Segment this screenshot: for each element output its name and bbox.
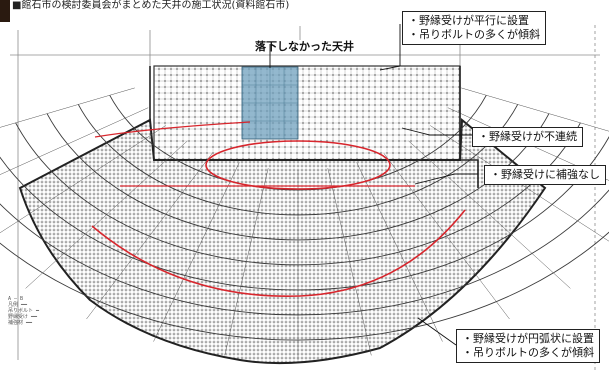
note-top-line-1: ・野縁受けが平行に設置 [408, 14, 529, 27]
arc-ceiling-zone [18, 117, 547, 365]
rectangular-ceiling-zone [153, 65, 461, 165]
legend-line-4: 野縁受け ━━ [8, 314, 38, 320]
diagram-caption: ■館石市の検討委員会がまとめた天井の施工状況(資料館石市) [12, 0, 290, 11]
radial-line [0, 125, 166, 234]
radial-line [327, 168, 372, 356]
radial-line [224, 168, 269, 356]
radial-line [447, 107, 609, 181]
red-inner-arc [94, 121, 251, 138]
red-ellipse-highlight [205, 140, 391, 190]
red-outer-arc [91, 209, 466, 297]
legend-line-2: 凡例 ━━ [8, 302, 28, 308]
note-box-top: ・野縁受けが平行に設置 ・吊りボルトの多くが傾斜 [402, 11, 546, 45]
note-box-no-reinforcement: ・野縁受けに補強なし [484, 165, 606, 185]
drawing-legend: A — B 凡例 ━━ 吊りボルト ━ 野縁受け ━━ 補強材 ━━ [8, 296, 39, 326]
legend-line-3: 吊りボルト ━ [8, 308, 40, 314]
leader-lines [269, 24, 478, 346]
radial-line [356, 162, 443, 342]
note-no-reinforcement-text: ・野縁受けに補強なし [490, 168, 600, 181]
radial-line [25, 140, 188, 289]
legend-line-1: A — B [8, 296, 24, 302]
radial-line [383, 153, 510, 320]
radial-line [408, 140, 571, 289]
radial-line [0, 87, 135, 128]
corner-mark [0, 0, 10, 22]
note-top-line-2: ・吊りボルトの多くが傾斜 [408, 28, 540, 41]
frame-lines [10, 25, 600, 370]
radial-line [86, 153, 213, 320]
radial-lines [0, 87, 609, 360]
note-disconnected-text: ・野縁受けが不連続 [478, 130, 577, 143]
note-box-disconnected: ・野縁受けが不連続 [472, 127, 583, 147]
note-bottom-line-1: ・野縁受けが円弧状に設置 [462, 332, 594, 345]
note-bottom-line-2: ・吊りボルトの多くが傾斜 [462, 346, 594, 359]
radial-line [461, 87, 609, 132]
label-not-fallen-ceiling: 落下しなかった天井 [255, 40, 354, 53]
legend-line-5: 補強材 ━━ [8, 320, 33, 326]
radial-line [153, 162, 240, 342]
radial-line [0, 107, 149, 175]
note-box-bottom: ・野縁受けが円弧状に設置 ・吊りボルトの多くが傾斜 [456, 329, 600, 363]
radial-line [430, 125, 609, 242]
